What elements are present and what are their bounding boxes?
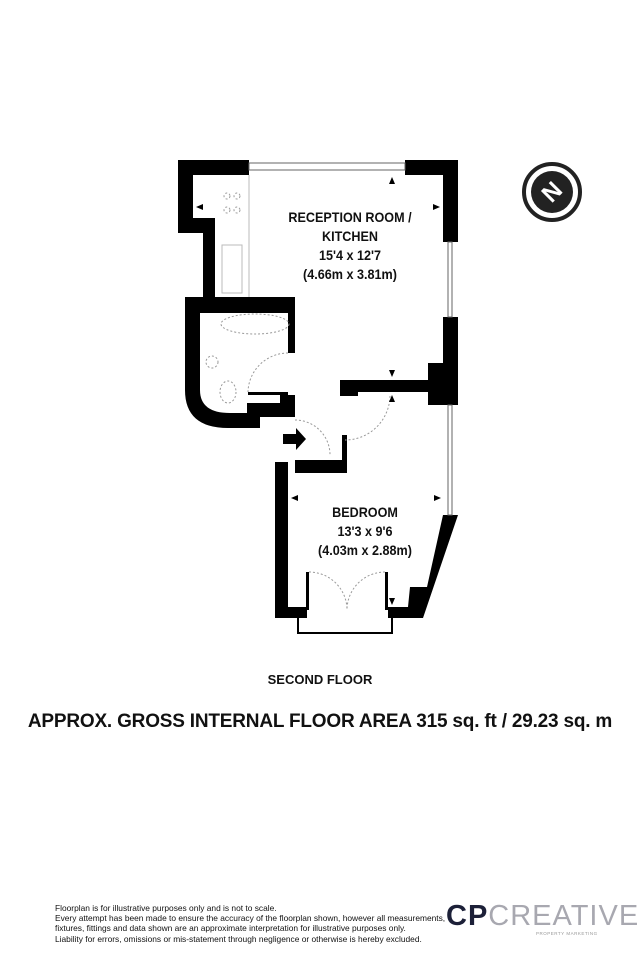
- room-name: KITCHEN: [321, 228, 378, 244]
- wall-bedroom-left: [275, 462, 307, 618]
- disclaimer-line: Every attempt has been made to ensure th…: [55, 913, 446, 924]
- logo-light: CREATIVE: [488, 900, 640, 932]
- wall-top-left: [178, 160, 249, 297]
- fixtures: [205, 192, 391, 611]
- door-frame-bedroom-right: [385, 572, 388, 610]
- room-name: BEDROOM: [332, 504, 398, 520]
- door-swing-bay-left: [308, 571, 348, 611]
- disclaimer: Floorplan is for illustrative purposes o…: [55, 903, 445, 944]
- window-right-upper: [447, 241, 453, 318]
- hob-icon: [223, 192, 231, 200]
- room-label-reception: RECEPTION ROOM / KITCHEN 15'4 x 12'7 (4.…: [260, 208, 440, 284]
- hob-icon: [233, 192, 241, 200]
- logo-subtitle: PROPERTY MARKETING: [536, 931, 598, 936]
- room-name: RECEPTION ROOM /: [288, 209, 412, 225]
- wall-corridor: [295, 435, 347, 473]
- wall-partition: [340, 380, 430, 396]
- logo-bold: CP: [446, 900, 489, 932]
- window-right-lower: [447, 404, 453, 516]
- door-swing-bedroom: [344, 395, 391, 441]
- wall-bedroom-right: [388, 515, 458, 618]
- bay-window: [297, 618, 393, 634]
- kitchen-counter: [221, 175, 250, 297]
- wall-bathroom: [185, 297, 295, 428]
- floor-area: APPROX. GROSS INTERNAL FLOOR AREA 315 sq…: [27, 711, 613, 732]
- room-dimensions-metric: (4.66m x 3.81m): [303, 266, 397, 282]
- disclaimer-line: fixtures, fittings and data shown are an…: [55, 923, 406, 934]
- room-dimensions-imperial: 15'4 x 12'7: [318, 247, 382, 263]
- walls: [178, 160, 458, 618]
- door-swing-bay-right: [346, 571, 386, 611]
- hob-icon: [223, 206, 231, 214]
- window-top: [248, 162, 406, 171]
- hob-icon: [233, 206, 241, 214]
- brand-logo: CPCREATIVE: [446, 900, 639, 933]
- wall-right-mid: [443, 317, 458, 363]
- door-swing-bathroom: [247, 352, 289, 393]
- disclaimer-line: Liability for errors, omissions or mis-s…: [55, 933, 422, 944]
- wall-bathroom-inner: [247, 395, 295, 417]
- chimney-breast: [428, 363, 458, 405]
- floor-name: SECOND FLOOR: [267, 672, 373, 687]
- wall-top-right: [405, 160, 458, 242]
- door-swing-entrance: [294, 419, 331, 456]
- door-frame-bedroom-left: [306, 572, 309, 610]
- dimension-arrows: [196, 177, 441, 605]
- wall-bathroom-door-stub: [248, 392, 288, 395]
- basin-icon: [205, 355, 219, 369]
- entrance-arrow-icon: [283, 428, 306, 450]
- room-dimensions-metric: (4.03m x 2.88m): [318, 542, 412, 558]
- disclaimer-line: Floorplan is for illustrative purposes o…: [55, 903, 277, 913]
- windows: [248, 162, 453, 634]
- compass-icon: N: [522, 162, 582, 222]
- room-dimensions-imperial: 13'3 x 9'6: [337, 523, 393, 539]
- room-label-bedroom: BEDROOM 13'3 x 9'6 (4.03m x 2.88m): [293, 503, 437, 560]
- bath-icon: [220, 313, 290, 335]
- toilet-icon: [219, 380, 237, 404]
